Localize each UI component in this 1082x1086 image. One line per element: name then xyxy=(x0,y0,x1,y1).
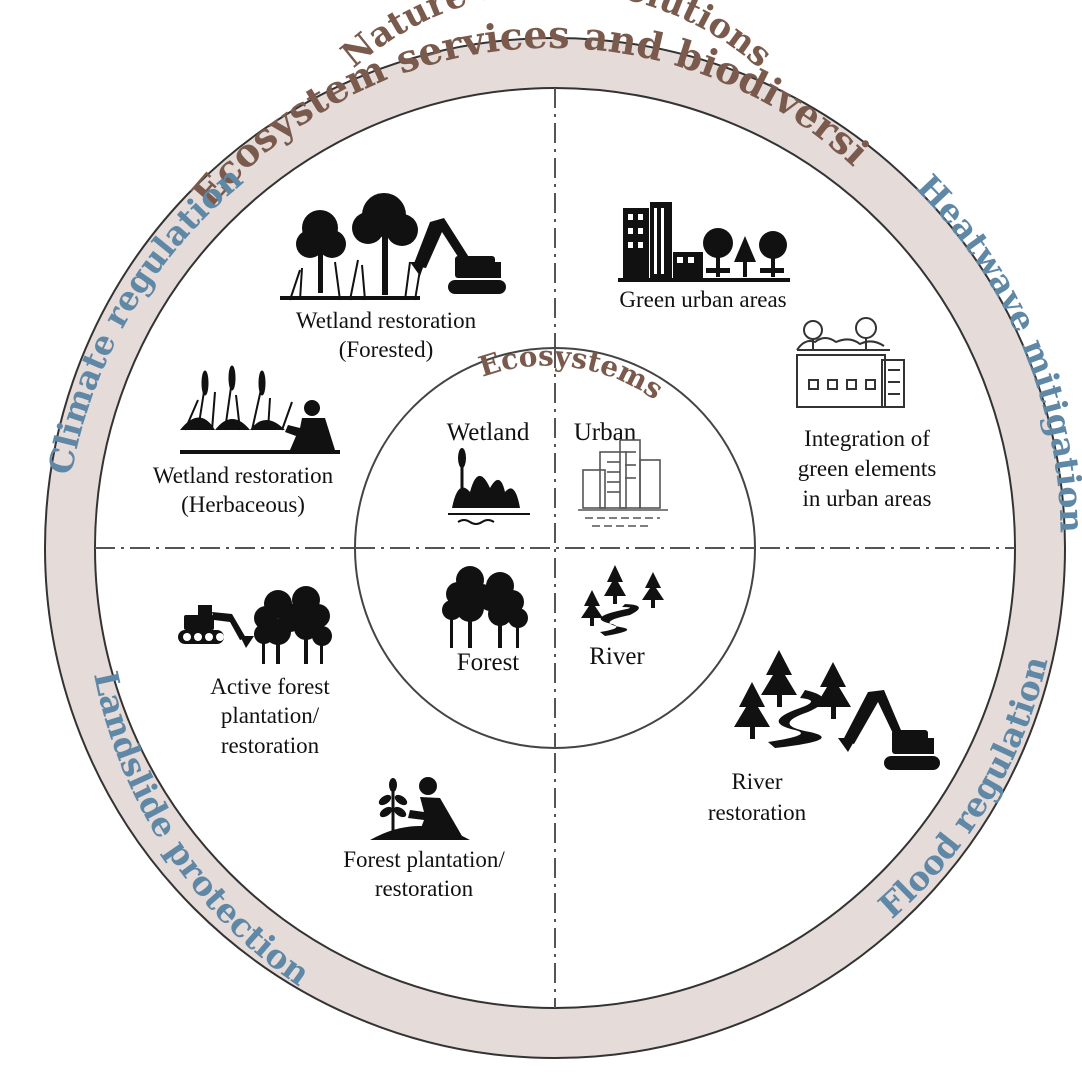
green-roof-building-icon xyxy=(796,317,905,408)
trees-excavator-icon xyxy=(280,193,506,301)
forest-plantation-line2: restoration xyxy=(375,876,474,901)
river-excavator-icon xyxy=(734,650,940,770)
green-urban-label: Green urban areas xyxy=(619,287,786,312)
forest-icon xyxy=(442,566,528,648)
forest-plantation-line1: Forest plantation/ xyxy=(343,847,505,872)
active-forest-line1: Active forest xyxy=(210,674,330,699)
wetland-forested-line2: (Forested) xyxy=(339,337,434,362)
ecosystems-circle xyxy=(354,347,756,749)
eco-urban-label: Urban xyxy=(574,419,637,446)
integration-line1: Integration of xyxy=(804,426,930,451)
wetland-icon xyxy=(448,448,530,525)
wetland-forested-line1: Wetland restoration xyxy=(296,308,477,333)
integration-line3: in urban areas xyxy=(803,486,932,511)
city-icon xyxy=(578,439,668,527)
eco-forest-label: Forest xyxy=(457,649,520,676)
city-park-icon xyxy=(618,202,790,282)
river-restoration-line2: restoration xyxy=(708,800,807,825)
eco-river-label: River xyxy=(589,643,645,670)
excavator-forest-icon xyxy=(178,586,332,664)
integration-line2: green elements xyxy=(798,456,937,481)
active-forest-line3: restoration xyxy=(221,733,320,758)
active-forest-line2: plantation/ xyxy=(221,703,320,728)
wetland-herbaceous-line1: Wetland restoration xyxy=(153,463,334,488)
eco-wetland-label: Wetland xyxy=(447,419,530,446)
river-icon xyxy=(581,565,664,636)
planting-person-icon xyxy=(370,777,470,840)
reeds-person-icon xyxy=(180,365,340,454)
wetland-herbaceous-line2: (Herbaceous) xyxy=(181,492,305,517)
river-restoration-line1: River xyxy=(731,769,782,794)
